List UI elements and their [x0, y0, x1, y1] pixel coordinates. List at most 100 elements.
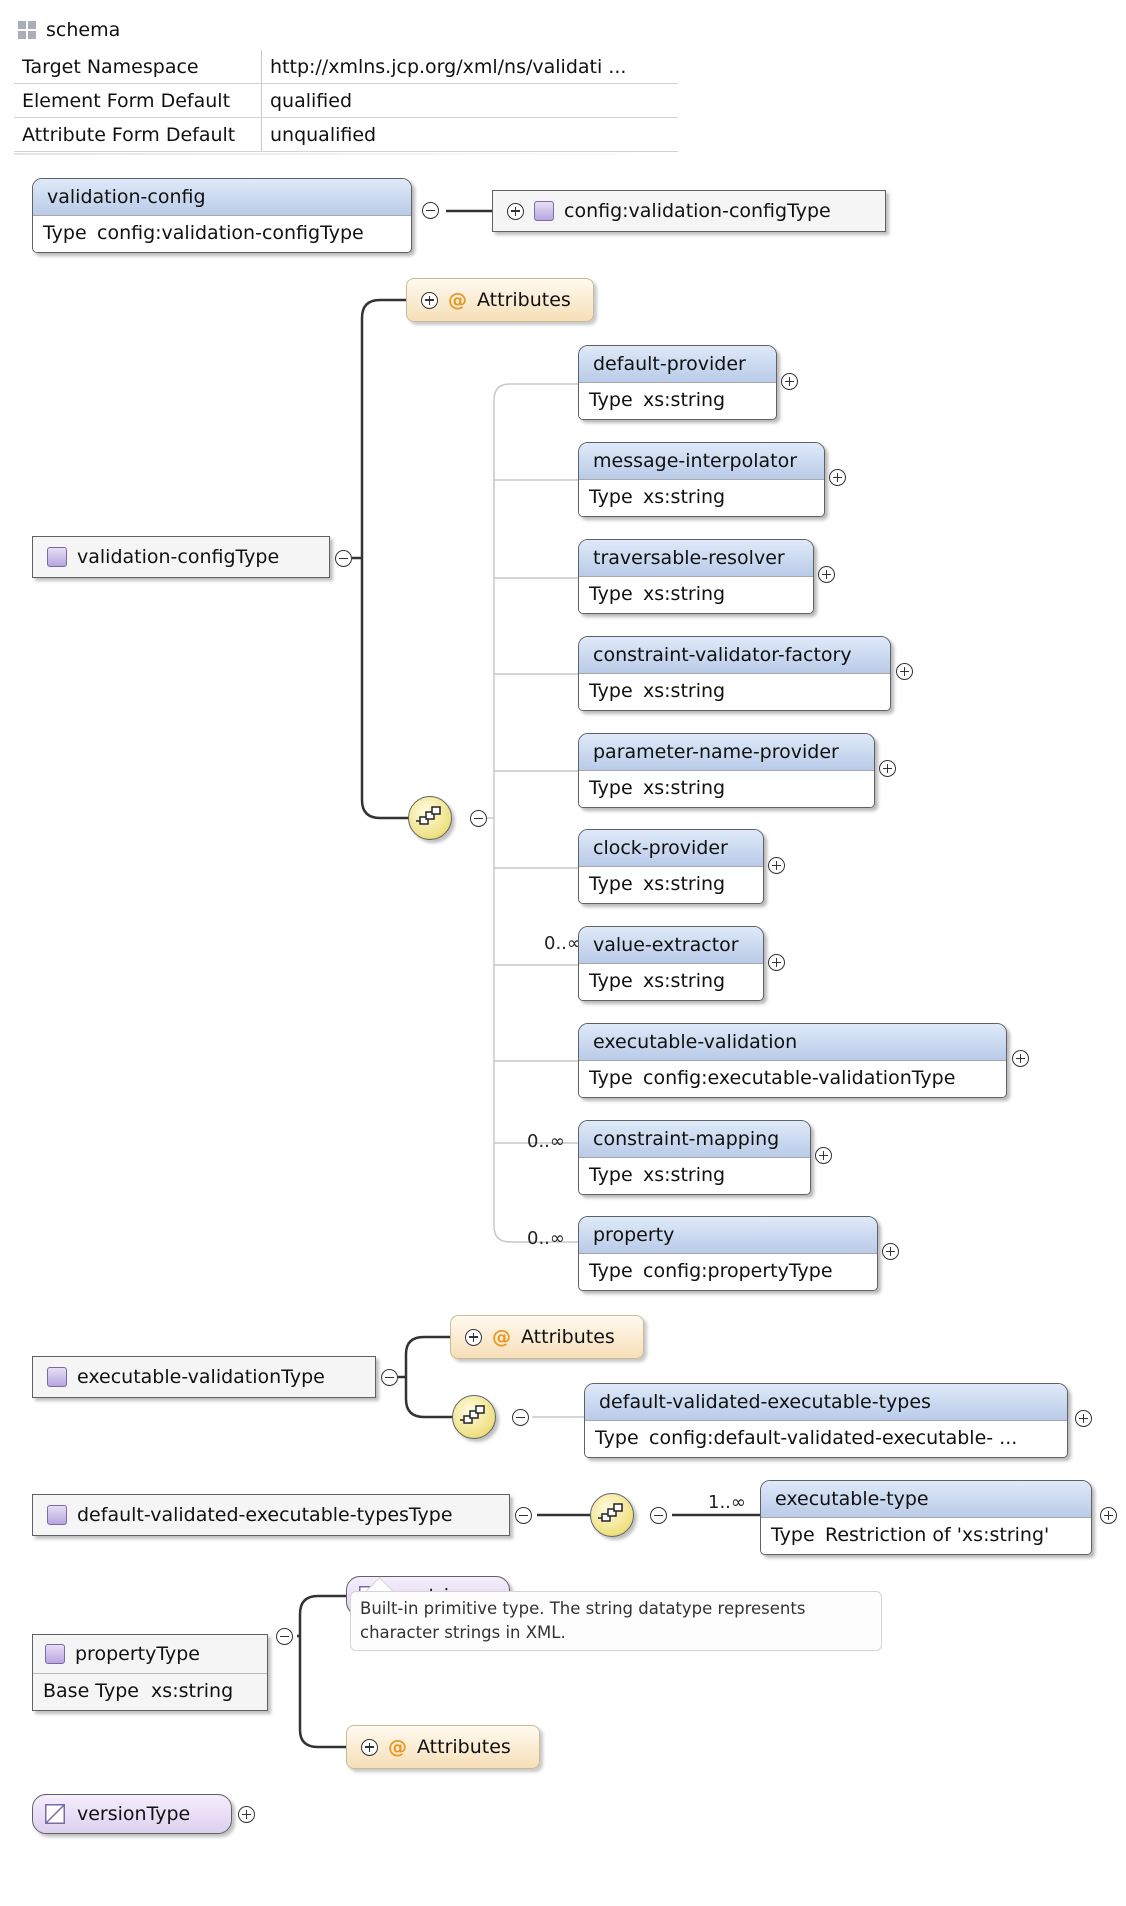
element-name: value-extractor [579, 927, 763, 963]
element-type: config:executable-validationType [643, 1067, 956, 1089]
type-label: Type [589, 486, 633, 508]
attributes-group[interactable]: @ Attributes [450, 1315, 644, 1359]
collapse-icon[interactable] [381, 1369, 398, 1386]
type-executable-validationType[interactable]: executable-validationType [32, 1356, 376, 1398]
expand-icon[interactable] [507, 202, 524, 220]
simple-type-name: versionType [77, 1803, 191, 1825]
collapse-icon[interactable] [650, 1507, 667, 1524]
attribute-at-icon: @ [388, 1736, 407, 1758]
expand-icon[interactable] [1075, 1410, 1092, 1427]
type-label: Type [589, 873, 633, 895]
element-type: xs:string [643, 970, 726, 992]
element-name: parameter-name-provider [579, 734, 874, 770]
expand-icon[interactable] [879, 760, 896, 777]
type-label: Type [595, 1427, 639, 1449]
expand-icon[interactable] [1100, 1507, 1117, 1524]
type-propertyType[interactable]: propertyType Base Type xs:string [32, 1634, 268, 1711]
element-clock-provider[interactable]: clock-provider Type xs:string [578, 829, 764, 904]
occurrence-label: 0..∞ [527, 1131, 565, 1152]
expand-icon[interactable] [1012, 1050, 1029, 1067]
element-type: config:validation-configType [97, 222, 364, 244]
expand-icon[interactable] [896, 663, 913, 680]
expand-icon[interactable] [882, 1243, 899, 1260]
type-ref-label: config:validation-configType [564, 200, 831, 222]
complex-type-icon [47, 1367, 67, 1387]
connector-sequence-children [487, 383, 579, 1243]
type-validation-configType[interactable]: validation-configType [32, 536, 330, 578]
type-label: Type [589, 970, 633, 992]
element-type: config:default-validated-executable- ... [649, 1427, 1018, 1449]
element-name: default-provider [579, 346, 776, 382]
expand-icon[interactable] [768, 857, 785, 874]
type-ref-validation-configType[interactable]: config:validation-configType [492, 190, 886, 232]
type-name: default-validated-executable-typesType [77, 1504, 453, 1526]
element-name: executable-type [761, 1481, 1091, 1517]
expand-icon[interactable] [781, 373, 798, 390]
type-label: Type [589, 583, 633, 605]
collapse-icon[interactable] [470, 810, 487, 827]
element-traversable-resolver[interactable]: traversable-resolver Type xs:string [578, 539, 814, 614]
collapse-icon[interactable] [335, 550, 352, 567]
simple-type-versionType[interactable]: versionType [32, 1794, 232, 1834]
element-name: property [579, 1217, 877, 1253]
collapse-icon[interactable] [512, 1409, 529, 1426]
collapse-icon[interactable] [515, 1507, 532, 1524]
connector-property-fork [297, 1594, 347, 1749]
expand-icon[interactable] [818, 566, 835, 583]
attributes-label: Attributes [521, 1326, 615, 1348]
property-key: Element Form Default [14, 83, 262, 118]
element-type-row: Type config:default-validated-executable-… [585, 1420, 1067, 1457]
complex-type-icon [534, 201, 554, 221]
attributes-group[interactable]: @ Attributes [346, 1725, 540, 1769]
schema-grid-icon [18, 21, 36, 39]
property-value: unqualified [261, 117, 678, 152]
element-type: xs:string [643, 583, 726, 605]
element-name: clock-provider [579, 830, 763, 866]
expand-icon[interactable] [829, 469, 846, 486]
base-type-label: Base Type [43, 1680, 139, 1702]
element-type: xs:string [643, 873, 726, 895]
collapse-icon[interactable] [422, 202, 439, 219]
element-name: validation-config [33, 179, 411, 215]
attributes-group[interactable]: @ Attributes [406, 278, 594, 322]
property-key: Target Namespace [14, 50, 262, 84]
expand-icon[interactable] [421, 291, 438, 309]
expand-icon[interactable] [465, 1328, 482, 1346]
type-default-validated-executable-typesType[interactable]: default-validated-executable-typesType [32, 1494, 510, 1536]
attribute-at-icon: @ [492, 1326, 511, 1348]
expand-icon[interactable] [815, 1147, 832, 1164]
table-row: Element Form Default qualified [14, 83, 678, 118]
complex-type-icon [47, 1505, 67, 1525]
type-name: validation-configType [77, 546, 280, 568]
expand-icon[interactable] [768, 954, 785, 971]
type-name: executable-validationType [77, 1366, 325, 1388]
element-value-extractor[interactable]: value-extractor Type xs:string [578, 926, 764, 1001]
element-type: xs:string [643, 680, 726, 702]
property-value: http://xmlns.jcp.org/xml/ns/validati ... [261, 50, 678, 84]
collapse-icon[interactable] [276, 1628, 293, 1645]
schema-title: schema [46, 19, 121, 41]
expand-icon[interactable] [238, 1806, 255, 1823]
sequence-compositor-icon[interactable] [408, 796, 452, 840]
sequence-compositor-icon[interactable] [590, 1493, 634, 1537]
sequence-compositor-icon[interactable] [452, 1395, 496, 1439]
element-name: traversable-resolver [579, 540, 813, 576]
expand-icon[interactable] [361, 1738, 378, 1756]
element-type: Restriction of 'xs:string' [825, 1524, 1050, 1546]
